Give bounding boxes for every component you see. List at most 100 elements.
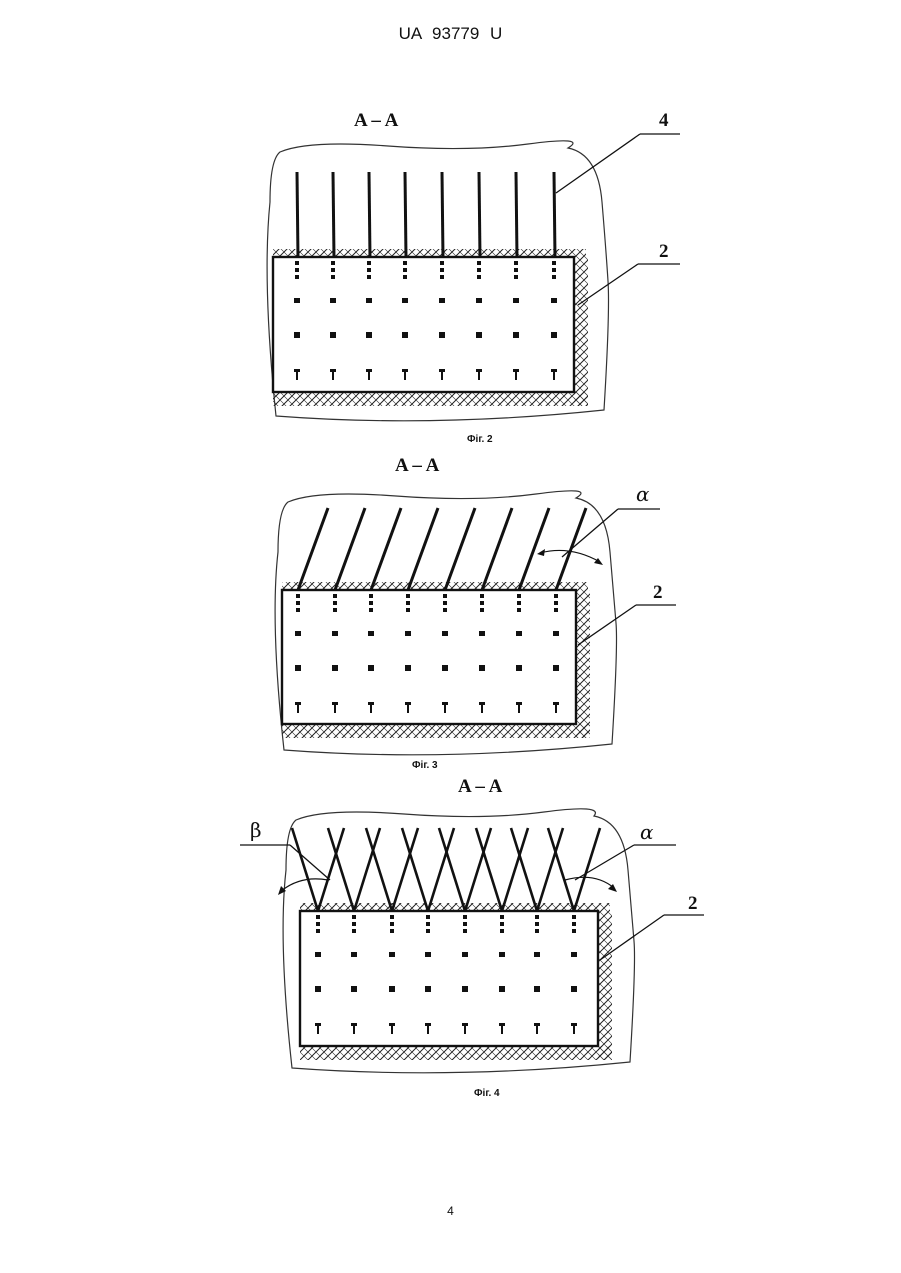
charge-mark xyxy=(499,986,505,992)
charge-mark xyxy=(517,594,521,598)
charge-mark xyxy=(330,369,336,372)
anchor-rod xyxy=(554,172,555,258)
charge-mark xyxy=(516,702,522,705)
anchor-rod xyxy=(369,172,370,258)
charge-mark xyxy=(439,298,445,303)
charge-mark xyxy=(534,952,540,957)
charge-mark xyxy=(389,1023,395,1026)
charge-mark xyxy=(442,665,448,671)
leader-line xyxy=(290,845,330,880)
charge-mark xyxy=(442,631,448,636)
charge-mark xyxy=(572,929,576,933)
charge-mark xyxy=(296,601,300,605)
charge-mark xyxy=(333,608,337,612)
charge-mark xyxy=(295,275,299,279)
charge-mark xyxy=(366,298,372,303)
charge-mark xyxy=(331,275,335,279)
charge-mark xyxy=(389,952,395,957)
charge-mark xyxy=(390,915,394,919)
charge-mark xyxy=(403,268,407,272)
charge-mark xyxy=(463,922,467,926)
charge-mark xyxy=(552,268,556,272)
soil-hatch-bottom xyxy=(273,392,588,406)
charge-mark xyxy=(462,1023,468,1026)
charge-mark xyxy=(463,929,467,933)
charge-mark xyxy=(440,275,444,279)
charge-mark xyxy=(477,275,481,279)
anchor-rod xyxy=(482,508,512,590)
charge-mark xyxy=(462,952,468,957)
charge-mark xyxy=(480,594,484,598)
charge-mark xyxy=(551,298,557,303)
charge-mark xyxy=(368,631,374,636)
charge-mark xyxy=(516,665,522,671)
charge-mark xyxy=(479,702,485,705)
charge-mark xyxy=(571,986,577,992)
charge-mark xyxy=(389,986,395,992)
charge-mark xyxy=(443,594,447,598)
charge-mark xyxy=(402,298,408,303)
charge-mark xyxy=(390,929,394,933)
charge-mark xyxy=(368,702,374,705)
charge-mark xyxy=(443,601,447,605)
charge-mark xyxy=(442,702,448,705)
angle-arc xyxy=(565,877,614,888)
anchor-rod xyxy=(408,508,438,590)
leader-line xyxy=(575,845,634,880)
charge-mark xyxy=(352,915,356,919)
charge-mark xyxy=(554,601,558,605)
charge-mark xyxy=(426,922,430,926)
charge-mark xyxy=(554,608,558,612)
anchor-rod xyxy=(516,172,517,258)
charge-mark xyxy=(426,915,430,919)
charge-mark xyxy=(295,631,301,636)
anchor-rod xyxy=(371,508,401,590)
charge-mark xyxy=(295,268,299,272)
anchor-rod xyxy=(479,172,480,258)
charge-mark xyxy=(476,332,482,338)
charge-mark xyxy=(352,929,356,933)
charge-mark xyxy=(571,1023,577,1026)
charge-mark xyxy=(367,261,371,265)
charge-mark xyxy=(439,332,445,338)
charge-mark xyxy=(351,952,357,957)
anchor-rod xyxy=(465,828,491,911)
charge-mark xyxy=(443,608,447,612)
anchor-rod xyxy=(297,172,298,258)
charge-mark xyxy=(440,261,444,265)
charge-mark xyxy=(369,608,373,612)
charge-mark xyxy=(535,922,539,926)
charge-mark xyxy=(513,298,519,303)
charge-mark xyxy=(330,298,336,303)
charge-mark xyxy=(295,261,299,265)
charge-mark xyxy=(476,369,482,372)
charge-mark xyxy=(476,298,482,303)
angle-arc xyxy=(280,879,328,892)
charge-mark xyxy=(331,268,335,272)
charge-mark xyxy=(552,261,556,265)
charge-mark xyxy=(405,702,411,705)
charge-mark xyxy=(390,922,394,926)
charge-mark xyxy=(294,369,300,372)
anchor-rod xyxy=(333,172,334,258)
figure-4-drawing xyxy=(240,809,704,1073)
anchor-rod xyxy=(354,828,380,911)
charge-mark xyxy=(479,631,485,636)
charge-mark xyxy=(554,594,558,598)
charge-mark xyxy=(368,665,374,671)
anchor-rod xyxy=(519,508,549,590)
charge-mark xyxy=(369,594,373,598)
figure-2-drawing xyxy=(267,134,680,421)
charge-mark xyxy=(535,915,539,919)
anchor-rod xyxy=(298,508,328,590)
charge-mark xyxy=(514,261,518,265)
massif-body xyxy=(282,590,576,724)
charge-mark xyxy=(406,608,410,612)
charge-mark xyxy=(351,986,357,992)
charge-mark xyxy=(315,1023,321,1026)
charge-mark xyxy=(571,952,577,957)
charge-mark xyxy=(534,986,540,992)
charge-mark xyxy=(316,929,320,933)
charge-mark xyxy=(514,275,518,279)
charge-mark xyxy=(425,952,431,957)
